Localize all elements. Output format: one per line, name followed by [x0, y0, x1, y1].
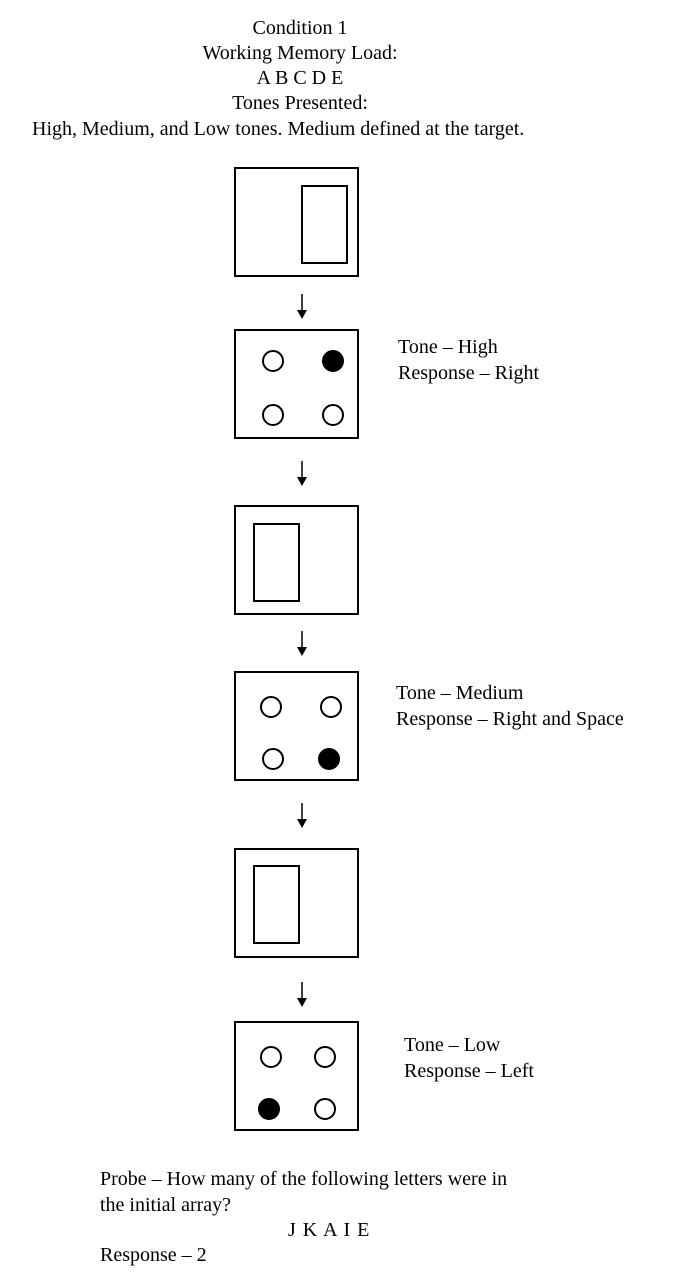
dot-bottom-left: [262, 748, 284, 770]
display-frame-dots-low: [234, 1021, 359, 1131]
tones-label: Tones Presented:: [232, 92, 368, 114]
dot-top-left: [262, 350, 284, 372]
dot-top-right-filled: [322, 350, 344, 372]
response-label-right: Response – Right: [398, 362, 540, 384]
dot-bottom-left: [262, 404, 284, 426]
probe-question-line2: the initial array?: [100, 1194, 232, 1216]
probe-question-line1: Probe – How many of the following letter…: [100, 1168, 508, 1190]
response-label-left: Response – Left: [404, 1060, 534, 1082]
tones-description: High, Medium, and Low tones. Medium defi…: [32, 118, 525, 140]
display-frame-rectangle-right: [234, 167, 359, 277]
display-frame-dots-medium: [234, 671, 359, 781]
display-frame-rectangle-left: [234, 505, 359, 615]
down-arrow-icon: [297, 631, 307, 656]
tone-label-high: Tone – High: [398, 336, 498, 358]
tone-label-low: Tone – Low: [404, 1034, 501, 1056]
dot-bottom-right: [314, 1098, 336, 1120]
target-rectangle: [253, 865, 300, 944]
probe-response: Response – 2: [100, 1244, 207, 1266]
response-label-right-and-space: Response – Right and Space: [396, 708, 624, 730]
dot-bottom-right: [322, 404, 344, 426]
target-rectangle: [253, 523, 300, 602]
dot-top-left: [260, 1046, 282, 1068]
display-frame-dots-high: [234, 329, 359, 439]
dot-bottom-right-filled: [318, 748, 340, 770]
dot-bottom-left-filled: [258, 1098, 280, 1120]
display-frame-rectangle-left: [234, 848, 359, 958]
down-arrow-icon: [297, 982, 307, 1007]
memory-load-label: Working Memory Load:: [202, 42, 398, 64]
down-arrow-icon: [297, 803, 307, 828]
down-arrow-icon: [297, 461, 307, 486]
tone-label-medium: Tone – Medium: [396, 682, 524, 704]
down-arrow-icon: [297, 294, 307, 319]
dot-top-left: [260, 696, 282, 718]
memory-letters: A B C D E: [256, 67, 344, 89]
target-rectangle: [301, 185, 348, 264]
dot-top-right: [320, 696, 342, 718]
condition-title: Condition 1: [252, 17, 348, 39]
dot-top-right: [314, 1046, 336, 1068]
probe-letters: J K A I E: [288, 1219, 371, 1241]
